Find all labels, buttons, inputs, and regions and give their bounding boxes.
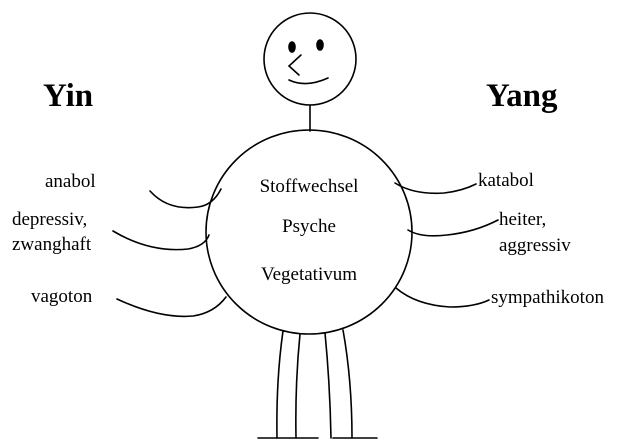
label-vagoton: vagoton (31, 286, 92, 308)
figure-mouth (289, 78, 328, 84)
label-depressiv: depressiv, (12, 209, 87, 231)
label-anabol: anabol (45, 171, 96, 193)
figure-left-leg-inner (296, 334, 300, 438)
figure-right-leg (325, 333, 331, 438)
label-heiter: heiter, (499, 209, 546, 231)
figure-right-leg-outer (343, 330, 352, 438)
figure-nose (289, 55, 301, 75)
connector-katabol (395, 183, 476, 193)
heading-yin: Yin (43, 78, 93, 114)
body-label-psyche: Psyche (282, 216, 336, 238)
label-sympathikoton: sympathikoton (491, 287, 604, 309)
figure-head (264, 13, 356, 105)
label-zwanghaft: zwanghaft (12, 234, 91, 256)
connector-vagoton (117, 297, 226, 316)
body-label-vegetativum: Vegetativum (261, 264, 357, 286)
connector-depressiv (113, 231, 209, 250)
body-label-stoffwechsel: Stoffwechsel (260, 176, 359, 198)
figure-left-leg (277, 331, 283, 438)
label-katabol: katabol (478, 170, 534, 192)
heading-yang: Yang (486, 78, 558, 114)
connector-sympathikoton (396, 288, 489, 307)
figure-right-eye (317, 40, 323, 50)
figure-left-eye (289, 42, 295, 52)
label-aggressiv: aggressiv (499, 235, 571, 257)
connector-heiter (408, 220, 498, 236)
